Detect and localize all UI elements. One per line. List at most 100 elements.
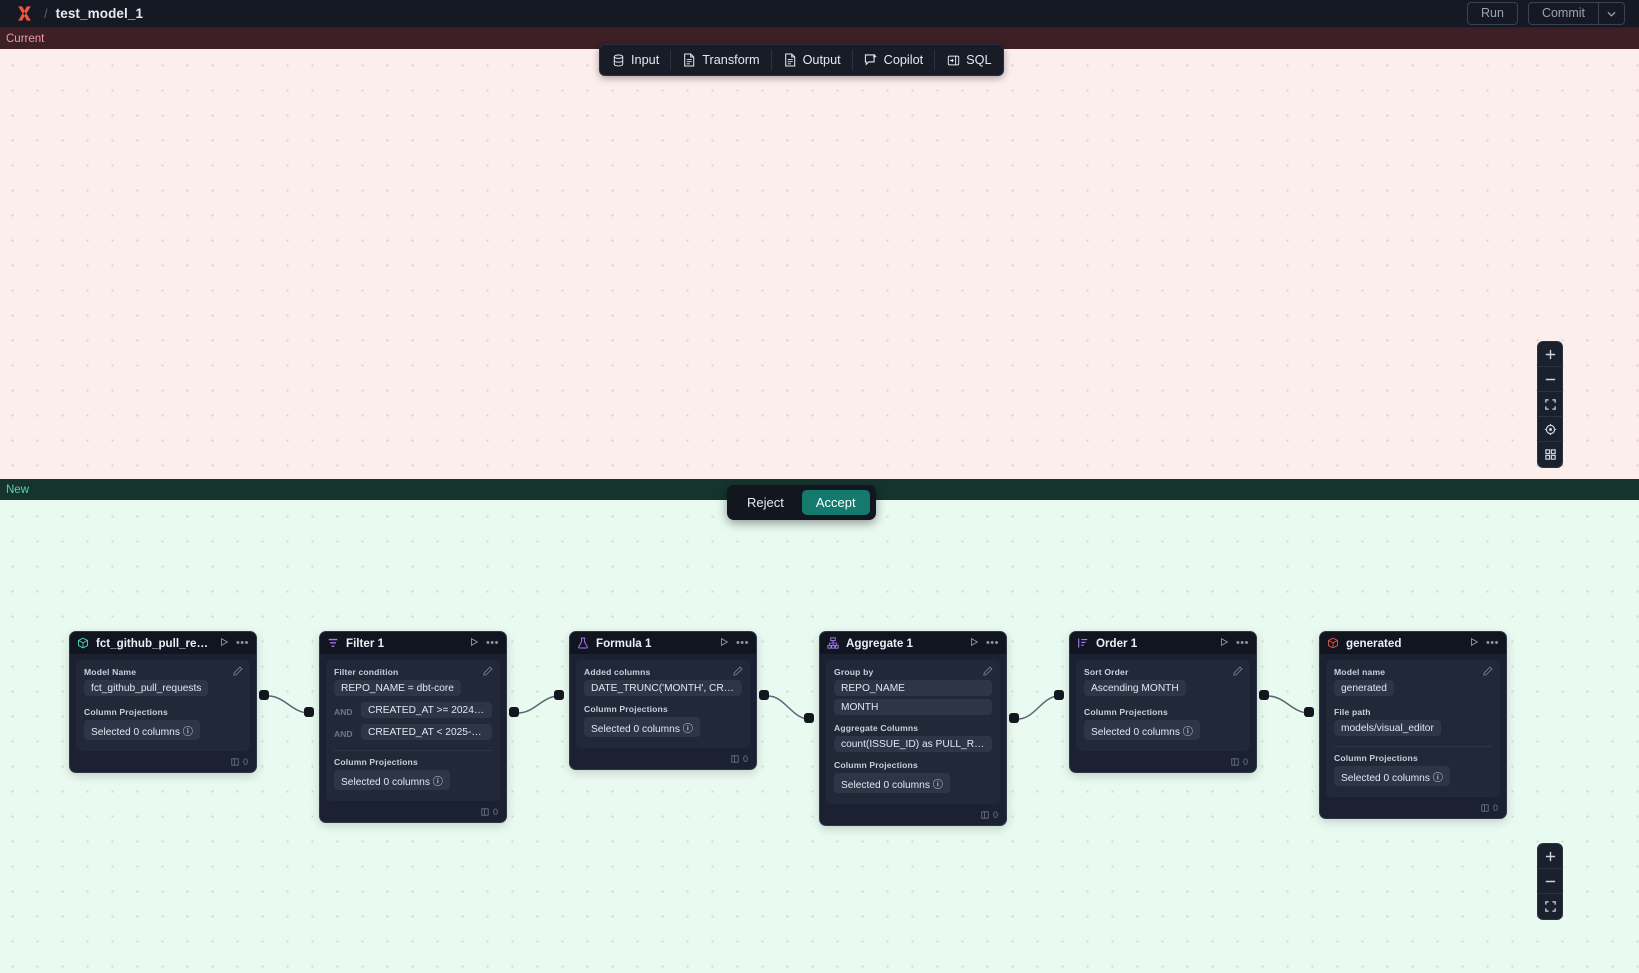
columns-icon <box>1481 804 1489 812</box>
ellipsis-icon[interactable]: ••• <box>735 637 749 649</box>
value-group-by-2[interactable]: MONTH <box>834 699 992 715</box>
run-button[interactable]: Run <box>1467 2 1518 25</box>
node-header[interactable]: Filter 1 ••• <box>320 632 506 654</box>
pencil-icon[interactable] <box>233 666 243 679</box>
play-icon[interactable] <box>1219 637 1229 650</box>
value-filter-condition-3[interactable]: CREATED_AT < 2025-03-01 <box>361 724 492 740</box>
node-card-formula[interactable]: Formula 1 ••• Added columns DATE_TRUNC('… <box>569 631 757 770</box>
play-icon[interactable] <box>469 637 479 650</box>
zoom-in-button[interactable] <box>1538 844 1562 869</box>
filter-icon <box>327 637 339 649</box>
pencil-icon[interactable] <box>1483 666 1493 679</box>
play-icon[interactable] <box>219 637 229 650</box>
pencil-icon[interactable] <box>733 666 743 679</box>
field-label-column-projections: Column Projections <box>1084 707 1168 717</box>
value-filter-condition-2[interactable]: CREATED_AT >= 2024-12-01 <box>361 702 492 718</box>
node-header[interactable]: Order 1 ••• <box>1070 632 1256 654</box>
zoom-out-button[interactable] <box>1538 367 1562 392</box>
edge-dot <box>759 690 769 700</box>
zoom-out-button[interactable] <box>1538 869 1562 894</box>
node-header[interactable]: Formula 1 ••• <box>570 632 756 654</box>
breadcrumb-separator: / <box>44 6 48 21</box>
fit-view-icon[interactable] <box>1538 392 1562 417</box>
grid-toggle-icon[interactable] <box>1538 442 1562 467</box>
chevron-down-icon[interactable] <box>1598 2 1625 25</box>
commit-button[interactable]: Commit <box>1527 2 1598 25</box>
pencil-icon[interactable] <box>1233 666 1243 679</box>
node-header[interactable]: generated ••• <box>1320 632 1506 654</box>
value-aggregate-columns[interactable]: count(ISSUE_ID) as PULL_REQUEST_... <box>834 736 992 752</box>
node-tool-palette[interactable]: Input Transform Output <box>599 44 1004 76</box>
value-file-path[interactable]: models/visual_editor <box>1334 720 1441 736</box>
accept-button[interactable]: Accept <box>801 490 870 515</box>
footer-column-count: 0 <box>242 757 248 767</box>
recenter-icon[interactable] <box>1538 417 1562 442</box>
field-label-model-name: Model Name <box>84 667 137 677</box>
play-icon[interactable] <box>1469 637 1479 650</box>
field-label-group-by: Group by <box>834 667 874 677</box>
brand-x-icon[interactable] <box>14 4 34 24</box>
reject-button[interactable]: Reject <box>747 495 784 510</box>
footer-column-count: 0 <box>492 807 498 817</box>
sort-icon <box>1077 637 1089 649</box>
value-column-projections[interactable]: Selected 0 columns ⓘ <box>1334 766 1450 786</box>
sql-panel-icon <box>946 53 960 67</box>
field-label-model-name: Model name <box>1334 667 1386 677</box>
ellipsis-icon[interactable]: ••• <box>485 637 499 649</box>
pencil-icon[interactable] <box>983 666 993 679</box>
value-column-projections[interactable]: Selected 0 columns ⓘ <box>584 717 700 737</box>
node-card-aggregate[interactable]: Aggregate 1 ••• Group by REPO_NAME MONTH… <box>819 631 1007 826</box>
current-pane-ribbon: Current <box>0 28 1639 49</box>
value-column-projections[interactable]: Selected 0 columns ⓘ <box>334 770 450 790</box>
current-pane-label: Current <box>6 32 45 45</box>
node-footer: 0 <box>320 807 506 822</box>
ellipsis-icon[interactable]: ••• <box>235 637 249 649</box>
pencil-icon[interactable] <box>483 666 493 679</box>
app-top-bar: / test_model_1 Run Commit <box>0 0 1639 28</box>
node-footer: 0 <box>1320 803 1506 818</box>
value-filter-condition-1[interactable]: REPO_NAME = dbt-core <box>334 680 461 696</box>
value-column-projections[interactable]: Selected 0 columns ⓘ <box>1084 720 1200 740</box>
palette-item-sql[interactable]: SQL <box>935 45 1002 75</box>
node-header[interactable]: fct_github_pull_requests ••• <box>70 632 256 654</box>
value-model-name[interactable]: generated <box>1334 680 1394 696</box>
page-title: test_model_1 <box>55 6 144 21</box>
value-group-by-1[interactable]: REPO_NAME <box>834 680 992 696</box>
edge-dot <box>1009 713 1019 723</box>
value-sort-order[interactable]: Ascending MONTH <box>1084 680 1186 696</box>
node-footer: 0 <box>70 757 256 772</box>
palette-item-transform-label: Transform <box>702 53 760 67</box>
node-card-filter[interactable]: Filter 1 ••• Filter condition REPO_NAME … <box>319 631 507 823</box>
node-card-order[interactable]: Order 1 ••• Sort Order Ascending MONTH C… <box>1069 631 1257 773</box>
palette-item-copilot[interactable]: Copilot <box>853 45 935 75</box>
field-label-column-projections: Column Projections <box>834 760 918 770</box>
ellipsis-icon[interactable]: ••• <box>1235 637 1249 649</box>
value-column-projections[interactable]: Selected 0 columns ⓘ <box>834 773 950 793</box>
palette-item-output[interactable]: Output <box>772 45 852 75</box>
diff-decision-bar[interactable]: Reject Accept <box>727 485 876 520</box>
palette-item-transform[interactable]: Transform <box>671 45 770 75</box>
canvas-zoom-controls-bottom[interactable] <box>1537 843 1563 920</box>
value-added-columns[interactable]: DATE_TRUNC('MONTH', CREATED_AT... <box>584 680 742 696</box>
current-version-canvas[interactable]: Current <box>0 28 1639 479</box>
canvas-zoom-controls-top[interactable] <box>1537 341 1563 468</box>
node-card-source[interactable]: fct_github_pull_requests ••• Model Name … <box>69 631 257 773</box>
node-body: Sort Order Ascending MONTH Column Projec… <box>1076 660 1250 751</box>
play-icon[interactable] <box>719 637 729 650</box>
new-pane-label: New <box>6 483 30 496</box>
play-icon[interactable] <box>969 637 979 650</box>
zoom-in-button[interactable] <box>1538 342 1562 367</box>
pipeline-edges <box>267 695 1310 720</box>
ellipsis-icon[interactable]: ••• <box>985 637 999 649</box>
node-card-generated[interactable]: generated ••• Model name generated File … <box>1319 631 1507 819</box>
commit-button-group[interactable]: Commit <box>1527 2 1625 25</box>
value-model-name[interactable]: fct_github_pull_requests <box>84 680 209 696</box>
palette-item-input[interactable]: Input <box>600 45 670 75</box>
value-column-projections[interactable]: Selected 0 columns ⓘ <box>84 720 200 740</box>
fit-view-icon[interactable] <box>1538 894 1562 919</box>
ellipsis-icon[interactable]: ••• <box>1485 637 1499 649</box>
filter-keyword-and: AND <box>334 728 353 739</box>
node-header[interactable]: Aggregate 1 ••• <box>820 632 1006 654</box>
new-version-canvas[interactable]: New fct_github_pull_requests <box>0 479 1639 973</box>
palette-divider <box>770 50 772 70</box>
